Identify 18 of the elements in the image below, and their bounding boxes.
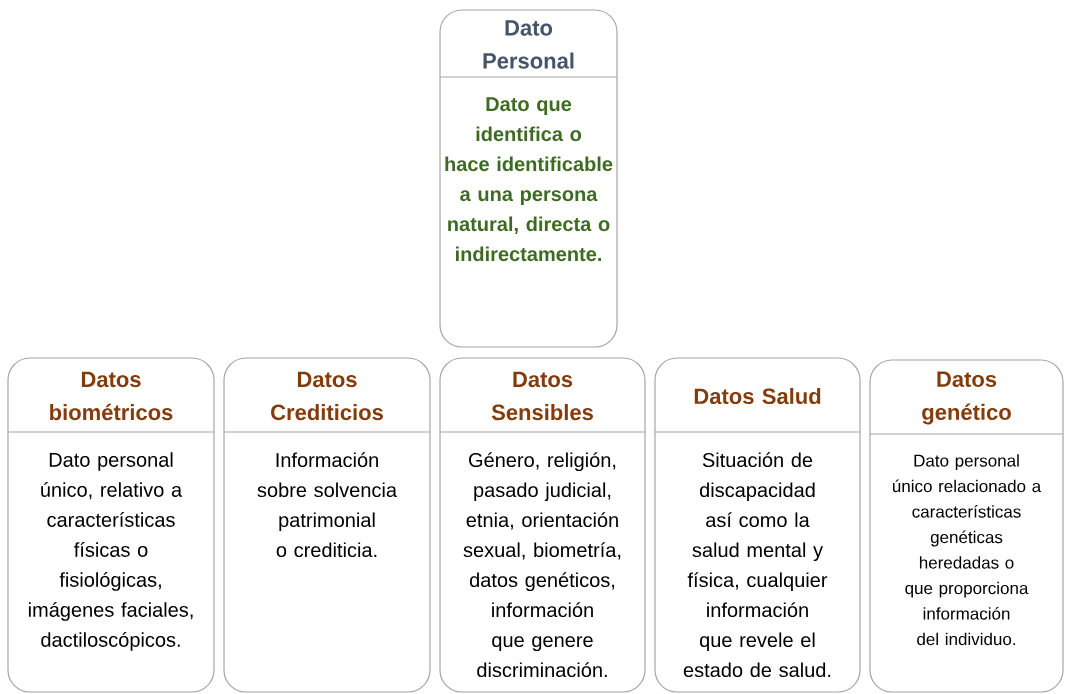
card-text: Dato personal único, relativo a características físicas o fisiológicas, imágenes faciales, dactiloscópicos. [28,452,193,651]
card-title: Datos biométricos [50,371,173,421]
card-text: Dato que identifica o hace identificable a una persona natural, directa o indirectamente. [445,97,613,262]
card-title: Datos Crediticios [271,371,383,421]
card-title: Datos Sensibles [491,371,593,421]
card-title: Datos Salud [694,387,821,405]
card [869,359,1064,693]
card [7,357,215,693]
card-text: Género, religión, pasado judicial, etnia, orientación sexual, biometría, datos genéticos, información que genere discriminación. [463,452,621,678]
card-title: Datos genético [922,371,1011,425]
card-title: Dato Personal [483,20,574,69]
card [223,357,431,693]
card [439,9,618,348]
card-text: Dato personal único relacionado a características genéticas heredadas o que proporciona información del individuo. [893,454,1042,646]
card-text: Información sobre solvencia patrimonial o crediticia. [257,452,397,558]
card [654,357,861,693]
card-text: Situación de discapacidad así como la salud mental y física, cualquier información que revele el estado de salud. [683,452,831,678]
card [439,357,646,693]
